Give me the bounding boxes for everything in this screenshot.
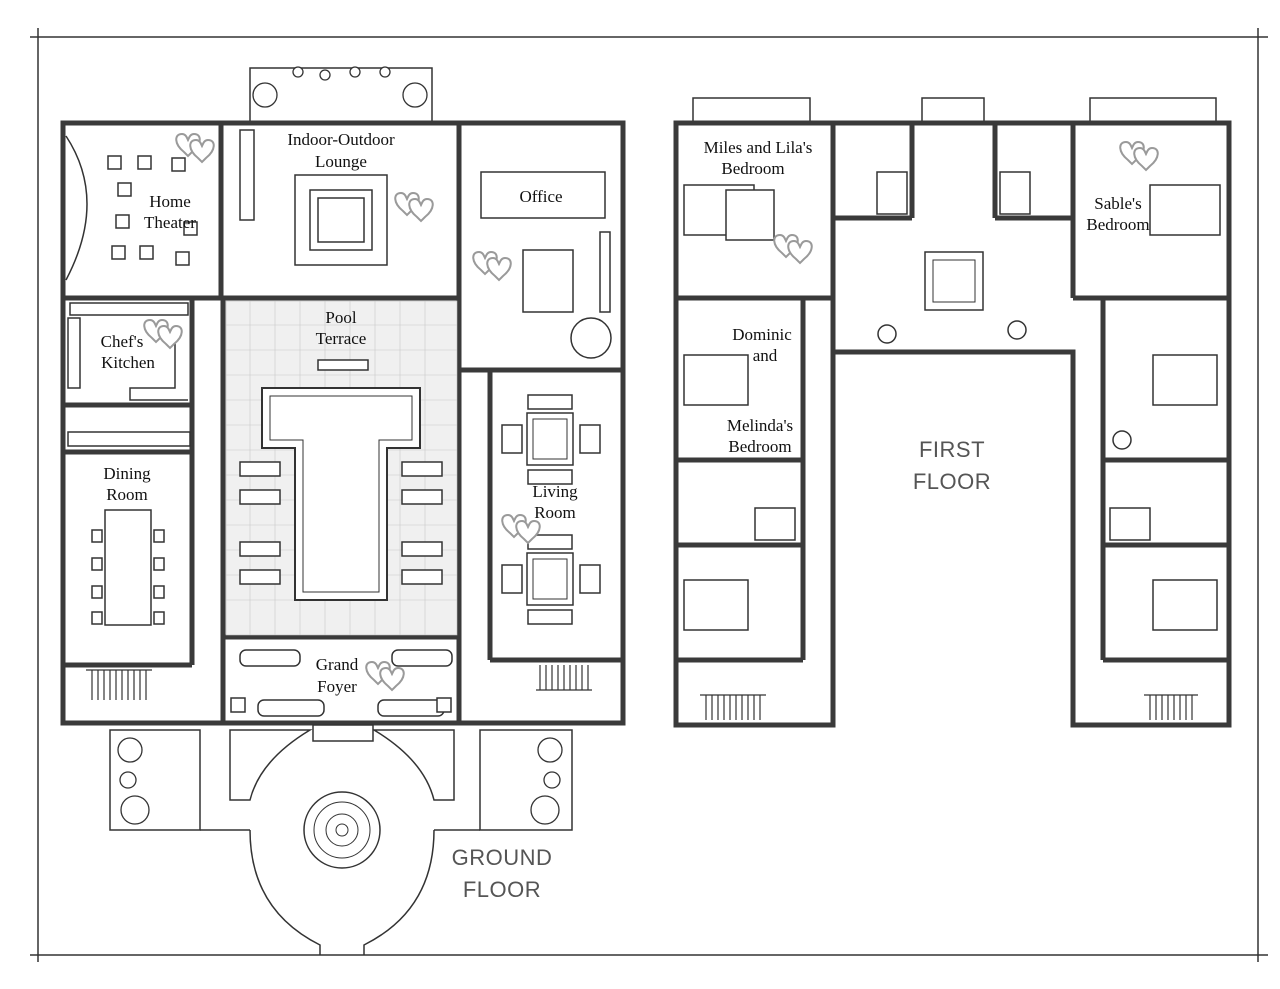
pool-loungers bbox=[239, 461, 443, 585]
double-heart-icon bbox=[501, 513, 541, 545]
label-dominic-3: Melinda's bbox=[727, 416, 793, 435]
label-lounge-1: Indoor-Outdoor bbox=[287, 130, 395, 149]
double-heart-icon bbox=[143, 318, 183, 350]
ground-stairs-right bbox=[536, 665, 592, 691]
theater-screen bbox=[65, 135, 88, 281]
top-planter-shrubs bbox=[252, 66, 428, 108]
label-living-2: Room bbox=[534, 503, 576, 522]
label-dining-1: Dining bbox=[103, 464, 151, 483]
foyer-benches bbox=[230, 649, 453, 717]
ground-stairs-left bbox=[86, 669, 152, 700]
first-floor-label-2: FLOOR bbox=[913, 469, 991, 494]
office-round-table bbox=[570, 317, 612, 359]
kitchen-counter-side bbox=[67, 317, 81, 389]
first-floor bbox=[673, 97, 1232, 728]
label-kitchen-1: Chef's bbox=[101, 332, 144, 351]
planter-right bbox=[371, 729, 455, 801]
label-lounge-2: Lounge bbox=[315, 152, 367, 171]
ground-floor bbox=[60, 66, 626, 955]
double-heart-icon bbox=[472, 250, 512, 282]
ground-floor-label-1: GROUND bbox=[452, 845, 553, 870]
first-floor-outline bbox=[673, 120, 1232, 728]
first-stairs-left bbox=[700, 694, 766, 720]
landing-rug bbox=[924, 251, 984, 311]
theater-seats bbox=[107, 155, 198, 266]
first-floor-label-1: FIRST bbox=[919, 437, 985, 462]
front-steps bbox=[312, 724, 374, 742]
label-dominic-4: Bedroom bbox=[728, 437, 791, 456]
label-home-theater-1: Home bbox=[149, 192, 191, 211]
room-labels: Home Theater Indoor-Outdoor Lounge Offic… bbox=[101, 130, 1150, 902]
fountain-icon bbox=[303, 791, 381, 869]
heart-markers bbox=[143, 132, 1159, 692]
first-stairs-right bbox=[1144, 694, 1198, 720]
office-rug bbox=[522, 249, 574, 313]
label-dominic-2: and bbox=[753, 346, 778, 365]
shower-right bbox=[999, 171, 1031, 215]
living-rug-bottom bbox=[526, 552, 574, 606]
label-dining-2: Room bbox=[106, 485, 148, 504]
label-living-1: Living bbox=[532, 482, 578, 501]
ground-floor-label-2: FLOOR bbox=[463, 877, 541, 902]
label-foyer-2: Foyer bbox=[317, 677, 357, 696]
top-planter bbox=[249, 67, 433, 125]
swimming-pool bbox=[261, 387, 421, 601]
label-foyer-1: Grand bbox=[316, 655, 359, 674]
double-heart-icon bbox=[365, 660, 405, 692]
dining-table bbox=[104, 509, 152, 626]
double-heart-icon bbox=[394, 191, 434, 223]
label-home-theater-2: Theater bbox=[144, 213, 196, 232]
label-sable-1: Sable's bbox=[1094, 194, 1141, 213]
living-rug-top bbox=[526, 412, 574, 466]
double-heart-icon bbox=[773, 233, 813, 265]
office-desk bbox=[480, 171, 606, 219]
label-sable-2: Bedroom bbox=[1086, 215, 1149, 234]
label-pool-1: Pool bbox=[325, 308, 356, 327]
planter-left bbox=[229, 729, 313, 801]
label-pool-2: Terrace bbox=[316, 329, 367, 348]
kitchen-counter-top bbox=[69, 302, 189, 316]
lounge-bar bbox=[239, 129, 255, 221]
label-dominic-1: Dominic bbox=[732, 325, 792, 344]
label-miles-lila-1: Miles and Lila's bbox=[704, 138, 813, 157]
label-office: Office bbox=[519, 187, 562, 206]
double-heart-icon bbox=[175, 132, 215, 164]
double-heart-icon bbox=[1119, 140, 1159, 172]
label-kitchen-2: Kitchen bbox=[101, 353, 155, 372]
shower-left bbox=[876, 171, 908, 215]
label-miles-lila-2: Bedroom bbox=[721, 159, 784, 178]
